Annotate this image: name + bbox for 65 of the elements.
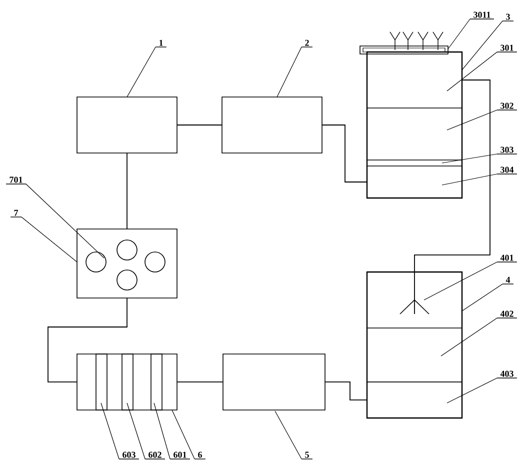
callout-number: 402 [496, 310, 518, 318]
callout-number: 1 [155, 40, 167, 48]
callout-number: 403 [496, 370, 518, 378]
leader-line [126, 402, 146, 460]
strip [96, 354, 108, 410]
leader-line [274, 410, 302, 460]
leader-line [424, 262, 498, 300]
leader-line [462, 20, 503, 70]
callout-number: 2 [301, 40, 313, 48]
callout-number: 6 [194, 452, 206, 460]
sprayer [400, 299, 430, 314]
callout-number: 303 [496, 146, 518, 154]
callout-number: 3 [502, 14, 514, 22]
leader-line [21, 216, 78, 262]
box [222, 354, 326, 410]
callout-number: 304 [496, 166, 518, 174]
tank-section [366, 382, 462, 418]
callout-number: 701 [6, 176, 26, 184]
leader-line [442, 154, 498, 164]
connecting-line [414, 80, 490, 314]
leader-line [442, 174, 498, 186]
circle [144, 252, 166, 272]
leader-line [100, 402, 120, 460]
strip [150, 354, 162, 410]
lid [360, 46, 448, 54]
leader-line [172, 410, 195, 460]
leader-line [446, 378, 498, 404]
callout-number: 601 [170, 452, 190, 460]
box [222, 96, 322, 154]
callout-number: 302 [496, 102, 518, 110]
circle [86, 252, 106, 272]
box [76, 228, 178, 298]
leader-line [446, 52, 498, 92]
callout-number: 5 [301, 452, 313, 460]
leader-line [276, 46, 302, 98]
leader-line [26, 184, 104, 258]
leader-line [446, 110, 498, 130]
tank-section [366, 272, 462, 328]
strip [122, 354, 134, 410]
callout-number: 3011 [470, 12, 494, 20]
leader-line [448, 18, 470, 50]
callout-number: 401 [496, 254, 518, 262]
callout-number: 602 [144, 452, 166, 460]
box [76, 96, 178, 154]
tank-section [366, 160, 462, 166]
callout-number: 603 [118, 452, 140, 460]
leader-line [440, 318, 498, 356]
connecting-line [324, 382, 368, 400]
circle [116, 240, 138, 260]
tank-section [366, 328, 462, 382]
leader-line [154, 402, 170, 460]
connecting-line [176, 124, 222, 126]
callout-number: 4 [502, 276, 514, 284]
leader-line [126, 46, 156, 98]
connecting-line [126, 152, 128, 230]
box [76, 354, 178, 410]
connecting-line [322, 124, 368, 182]
callout-number: 7 [10, 210, 22, 218]
circle [116, 270, 138, 290]
callout-number: 301 [496, 44, 518, 52]
leader-line [462, 284, 503, 312]
tank-section [366, 166, 462, 198]
tank-section [366, 108, 462, 160]
connecting-line [48, 298, 128, 382]
tank-section [366, 52, 462, 108]
